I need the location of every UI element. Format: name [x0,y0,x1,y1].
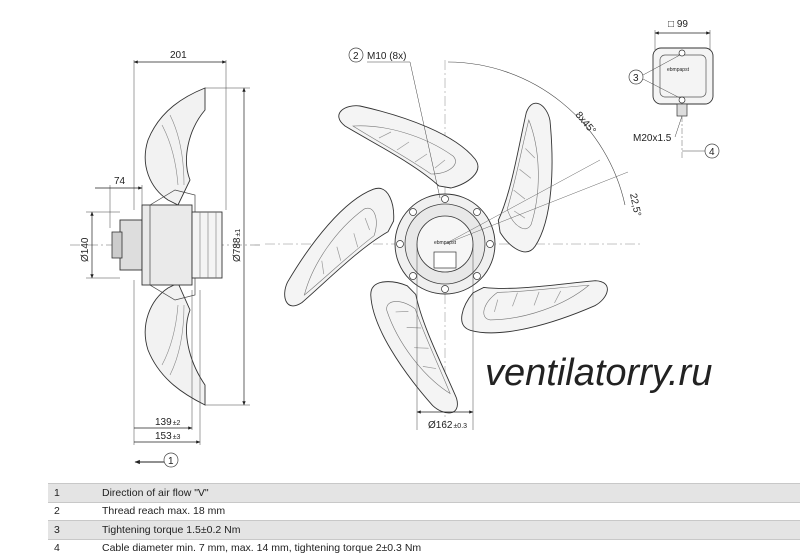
terminal-box-view: □ 99 ebmpapst 3 M20x1.5 4 [628,19,720,160]
angle-8x45-label: 8x45° [573,110,598,137]
legend-number: 4 [48,538,98,557]
callout-3-label: 3 [633,73,639,84]
legend-number: 3 [48,520,98,539]
dim-140-label: Ø140 [80,237,91,262]
legend-table: 1 Direction of air flow "V" 2 Thread rea… [48,483,800,557]
legend-text: Direction of air flow "V" [98,483,800,502]
callout-1-label: 1 [168,456,174,467]
terminal-brand-label: ebmpapst [667,67,690,73]
front-view: ebmpapst 8x45° 22,5° 2 M10 (8x) Ø162±0.3 [265,47,643,431]
dim-201-label: 201 [170,50,187,61]
legend-number: 2 [48,501,98,521]
side-view: 201 74 Ø140 Ø788±1 139±2 153±3 1 [70,50,260,468]
legend-row: 4 Cable diameter min. 7 mm, max. 14 mm, … [48,538,800,557]
watermark-text: ventilatorry.ru [485,352,712,394]
angle-22-label: 22,5° [627,192,643,217]
cable-gland [676,103,688,117]
legend-text: Thread reach max. 18 mm [98,501,800,521]
thread-label: M10 (8x) [367,51,406,62]
callout-1-circle [163,452,179,468]
legend-row: 3 Tightening torque 1.5±0.2 Nm [48,520,800,539]
dim-99-label: □ 99 [668,19,688,30]
cable-gland-label: M20x1.5 [633,133,672,144]
dim-139-label: 139±2 [155,417,181,428]
legend-text: Cable diameter min. 7 mm, max. 14 mm, ti… [98,538,800,557]
dim-74-label: 74 [114,176,126,187]
callout-4-label: 4 [709,147,715,158]
legend-row: 1 Direction of air flow "V" [48,483,800,502]
legend-number: 1 [48,483,98,502]
technical-drawing: ventilatorry.ru 201 74 [70,19,720,468]
dim-153-label: 153±3 [155,431,181,442]
bolt-holes [396,195,494,293]
front-brand-label: ebmpapst [434,240,457,246]
legend-text: Tightening torque 1.5±0.2 Nm [98,520,800,539]
callout-2-circle [348,47,364,63]
callout-3-circle [628,69,644,85]
legend-row: 2 Thread reach max. 18 mm [48,501,800,521]
dim-788-label: Ø788±1 [232,229,243,262]
callout-2-label: 2 [353,51,359,62]
dim-162-label: Ø162±0.3 [428,420,467,431]
